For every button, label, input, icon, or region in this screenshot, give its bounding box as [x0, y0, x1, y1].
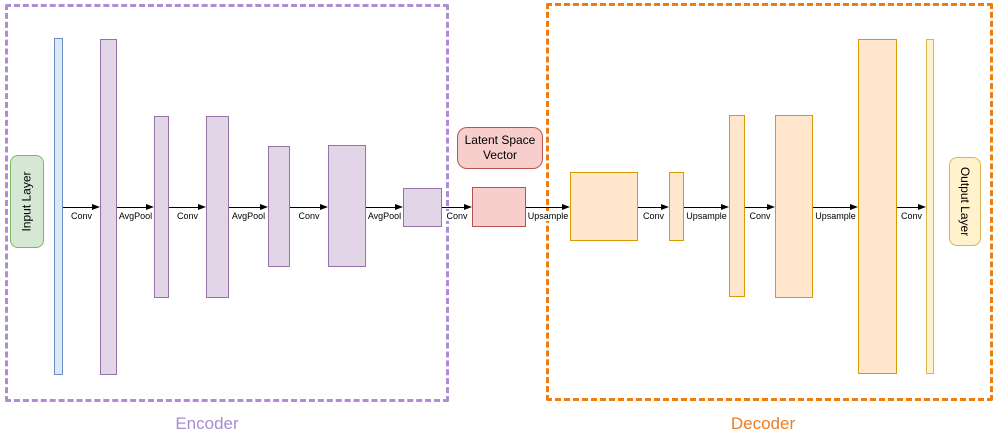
arrow-conv-2-arrowhead-icon	[198, 203, 206, 210]
latent-space-vector-box	[472, 187, 526, 227]
arrow-conv-1-label: Conv	[69, 211, 94, 221]
arrow-avgpool-2-line	[229, 206, 261, 208]
encoder-conv-bar-3	[328, 145, 366, 267]
output-layer-box-label: Output Layer	[958, 166, 973, 237]
arrow-conv-2-line	[169, 206, 199, 208]
encoder-input-bar	[54, 38, 63, 375]
arrow-conv-4-line	[442, 206, 465, 208]
encoder-pool-bar-2	[268, 146, 290, 267]
decoder-conv-bar-1	[570, 172, 638, 241]
arrow-conv-7-label: Conv	[899, 211, 924, 221]
encoder-pool-bar-3	[403, 188, 442, 227]
encoder-conv-bar-1	[100, 39, 117, 375]
arrow-avgpool-1-arrowhead-icon	[146, 203, 154, 210]
arrow-conv-3-arrowhead-icon	[320, 203, 328, 210]
encoder-pool-bar-1	[154, 116, 169, 298]
encoder-region-label: Encoder	[175, 414, 239, 433]
arrow-upsample-2-arrowhead-icon	[721, 203, 729, 210]
input-layer-box-label: Input Layer	[19, 171, 34, 232]
arrow-upsample-3-label: Upsample	[814, 211, 857, 221]
arrow-avgpool-1-label: AvgPool	[117, 211, 154, 221]
arrow-conv-7-line	[897, 206, 919, 208]
arrow-conv-2-label: Conv	[175, 211, 200, 221]
arrow-avgpool-3-label: AvgPool	[366, 211, 403, 221]
arrow-conv-5-label: Conv	[641, 211, 666, 221]
arrow-avgpool-3-line	[366, 206, 396, 208]
arrow-conv-7-arrowhead-icon	[918, 203, 926, 210]
decoder-upsample-bar-1	[729, 115, 745, 297]
arrow-upsample-1-arrowhead-icon	[562, 203, 570, 210]
arrow-conv-1-line	[63, 206, 93, 208]
decoder-conv-bar-2	[669, 172, 684, 241]
encoder-conv-bar-2	[206, 116, 229, 298]
latent-space-label-box-label: Latent Space Vector	[464, 133, 536, 162]
arrow-avgpool-3-arrowhead-icon	[395, 203, 403, 210]
decoder-region-label: Decoder	[730, 414, 796, 433]
output-layer-box: Output Layer	[949, 157, 981, 246]
encoder-region-border	[5, 4, 449, 402]
decoder-region-border	[546, 3, 993, 401]
arrow-conv-5-line	[638, 206, 662, 208]
arrow-conv-3-line	[290, 206, 321, 208]
arrow-conv-5-arrowhead-icon	[661, 203, 669, 210]
arrow-upsample-1-line	[526, 206, 563, 208]
arrow-upsample-3-arrowhead-icon	[850, 203, 858, 210]
input-layer-box: Input Layer	[10, 155, 44, 248]
arrow-conv-1-arrowhead-icon	[92, 203, 100, 210]
decoder-output-bar	[926, 39, 934, 374]
arrow-avgpool-2-arrowhead-icon	[260, 203, 268, 210]
arrow-upsample-2-line	[684, 206, 722, 208]
arrow-avgpool-2-label: AvgPool	[230, 211, 267, 221]
arrow-upsample-2-label: Upsample	[685, 211, 728, 221]
decoder-upsample-bar-2	[858, 39, 897, 374]
arrow-upsample-1-label: Upsample	[526, 211, 570, 221]
arrow-conv-3-label: Conv	[297, 211, 321, 221]
arrow-conv-6-line	[745, 206, 768, 208]
arrow-conv-4-arrowhead-icon	[464, 203, 472, 210]
arrow-upsample-3-line	[813, 206, 851, 208]
arrow-conv-4-label: Conv	[445, 211, 469, 221]
arrow-conv-6-label: Conv	[748, 211, 772, 221]
arrow-conv-6-arrowhead-icon	[767, 203, 775, 210]
latent-space-label-box: Latent Space Vector	[457, 127, 543, 169]
decoder-conv-bar-3	[775, 115, 813, 298]
arrow-avgpool-1-line	[117, 206, 147, 208]
